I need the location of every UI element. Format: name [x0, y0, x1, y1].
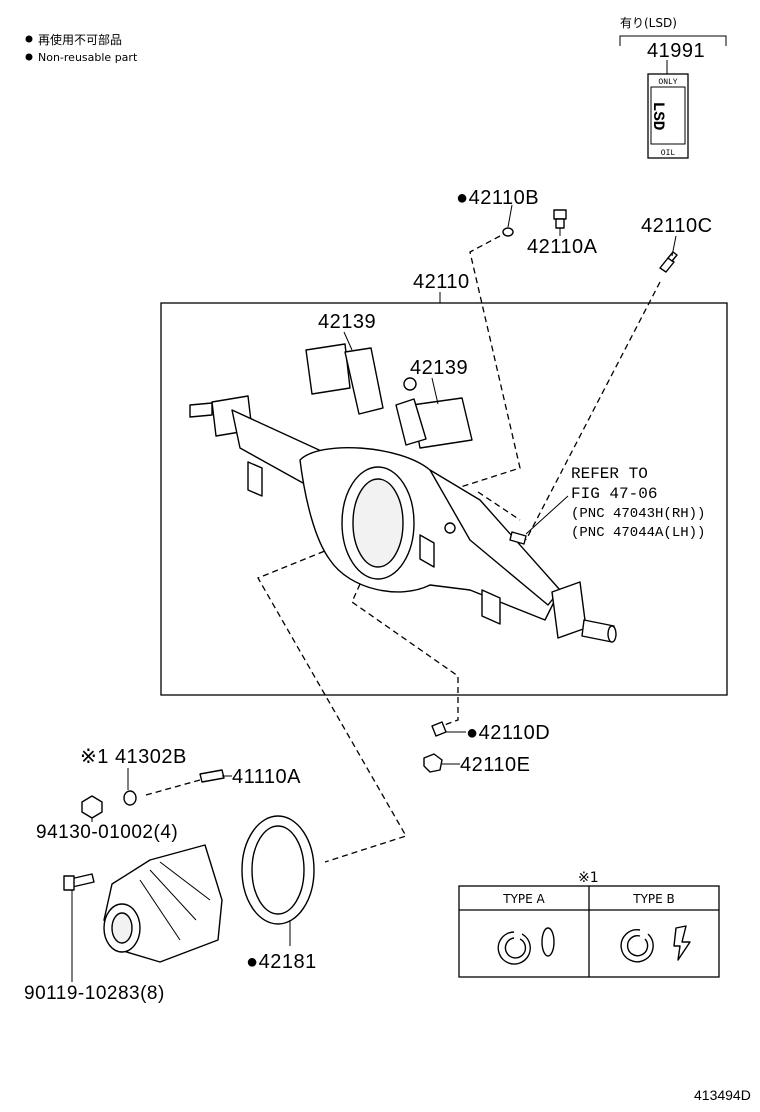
banjo-opening [352, 478, 404, 568]
bracket-42139-left [305, 343, 384, 415]
dash-breather-to-housing [444, 235, 521, 493]
part-42181[interactable]: ●42181 [246, 951, 317, 973]
part-94130[interactable]: 94130-01002(4) [36, 822, 178, 843]
lsd-label-top: ONLY [658, 78, 677, 87]
legend-en: Non-reusable part [38, 51, 138, 64]
breather-hole [444, 522, 456, 534]
part-90119[interactable]: 90119-10283(8) [24, 983, 165, 1004]
stud-41110A [199, 769, 225, 783]
dash-drain [351, 583, 459, 729]
part-42139-right[interactable]: 42139 [410, 357, 468, 379]
bullet-dot-icon [25, 35, 33, 43]
washer-type-table: ※1 TYPE A TYPE B [458, 870, 720, 978]
plug-42110E [423, 753, 443, 773]
part-41302B[interactable]: ※1 41302B [80, 746, 187, 768]
dash-carrier-to-gasket [257, 539, 407, 863]
dash-stud-41110A [145, 779, 201, 796]
type-a-washer-icon [497, 927, 555, 965]
washer-41302B [123, 790, 137, 806]
refer-line-4: (PNC 47044A(LH)) [571, 525, 705, 541]
breather-parts: ●42110B 42110A 42110C [456, 187, 713, 273]
part-42110D[interactable]: ●42110D [466, 722, 550, 744]
part-42110E[interactable]: 42110E [460, 754, 530, 776]
part-42110B[interactable]: ●42110B [456, 187, 539, 209]
nut-94130 [81, 795, 103, 819]
refer-note[interactable]: REFER TO FIG 47-06 (PNC 47043H(RH)) (PNC… [571, 465, 705, 541]
washer-42110B [502, 227, 514, 237]
leader-refer [525, 495, 569, 535]
leader-42139-left [343, 331, 353, 351]
axle-housing-box [160, 302, 728, 696]
stud-bolt [509, 531, 527, 545]
leader-42139-right [431, 377, 439, 405]
lsd-label-plate [647, 73, 689, 159]
part-42110[interactable]: 42110 [413, 271, 470, 293]
legend-jp: 再使用不可部品 [38, 32, 122, 47]
bullet-dot-icon [25, 53, 33, 61]
part-42110A[interactable]: 42110A [527, 236, 598, 258]
lsd-bracket [619, 35, 727, 46]
lsd-caption: 有り(LSD) [620, 16, 677, 30]
dash-42110C [525, 281, 661, 541]
part-42139-left[interactable]: 42139 [318, 311, 376, 333]
lsd-label-inner [650, 86, 686, 145]
type-b-washer-icon [620, 925, 691, 963]
leader-42110B [507, 204, 513, 228]
lsd-label-middle: LSD [649, 102, 667, 131]
refer-line-1: REFER TO [571, 465, 648, 483]
dash-stud [477, 491, 521, 521]
legend: 再使用不可部品 Non-reusable part [25, 32, 138, 64]
part-41991[interactable]: 41991 [647, 40, 705, 62]
type-b-header: TYPE B [632, 892, 675, 906]
axle-housing-drawing [189, 395, 617, 643]
part-42110C[interactable]: 42110C [641, 215, 713, 237]
type-note: ※1 [578, 870, 599, 886]
lsd-oil-label-group[interactable]: 有り(LSD) 41991 ONLY OIL LSD [619, 16, 727, 159]
bolt-head-90119 [63, 875, 75, 891]
gasket-42181 [241, 815, 315, 925]
lsd-label-bottom: OIL [661, 149, 676, 158]
leader-42110C [671, 235, 677, 257]
carrier-cover [103, 844, 223, 963]
breather-plug-42110C [659, 251, 678, 273]
plug-42110A [553, 209, 567, 229]
gasket-42110D [431, 721, 447, 737]
part-41110A[interactable]: 41110A [232, 766, 301, 788]
type-a-header: TYPE A [502, 892, 545, 906]
bracket-42139-right [395, 377, 473, 449]
figure-id: 413494D [694, 1087, 751, 1103]
refer-line-3: (PNC 47043H(RH)) [571, 506, 705, 522]
refer-line-2: FIG 47-06 [571, 485, 657, 503]
